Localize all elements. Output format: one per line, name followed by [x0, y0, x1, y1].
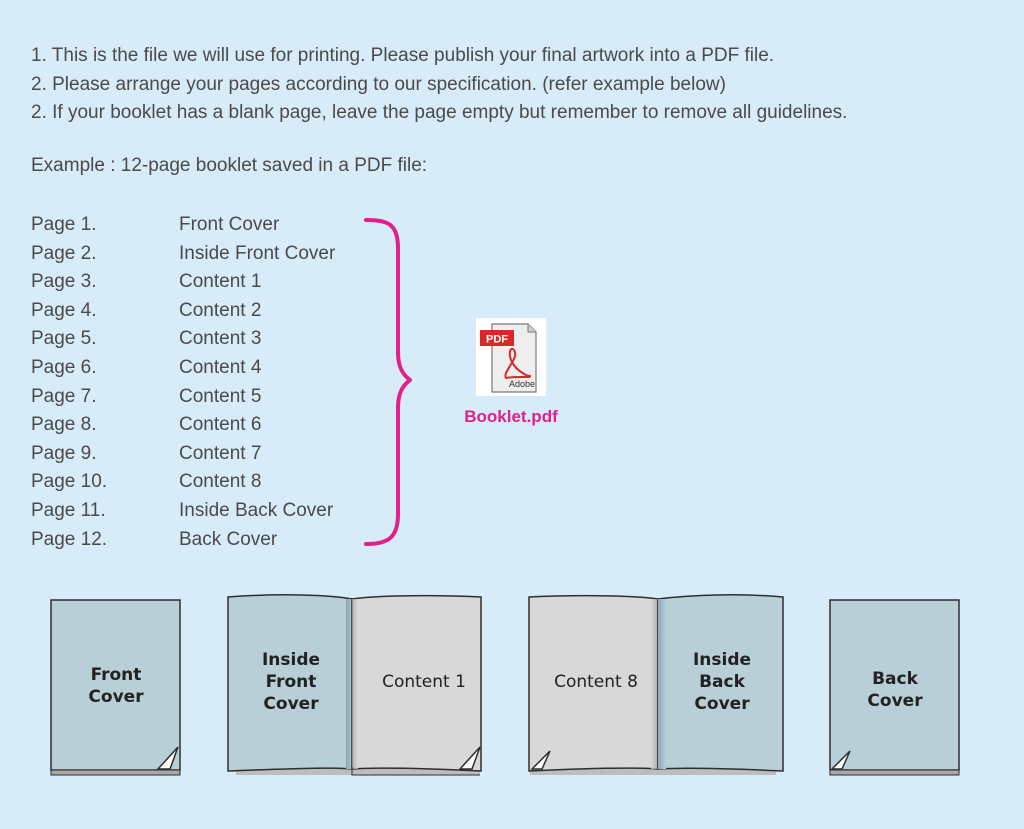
inside-front-label: Front [266, 672, 317, 692]
page-name: Front Cover [179, 214, 280, 235]
spread-inside-front: Inside Front Cover Content 1 [227, 594, 482, 776]
example-label: Example : 12-page booklet saved in a PDF… [31, 155, 428, 176]
page-row: Page 4. Content 2 [31, 297, 335, 326]
page-name: Back Cover [179, 528, 278, 550]
instructions: 1. This is the file we will use for prin… [31, 42, 847, 128]
inside-back-label: Back [699, 672, 746, 692]
page-row: Page 1. Front Cover [31, 211, 335, 240]
spread-inside-back: Content 8 Inside Back Cover [528, 594, 784, 775]
inside-back-label: Cover [694, 694, 750, 714]
page-row: Page 7. Content 5 [31, 383, 335, 412]
inside-front-label: Inside [262, 650, 320, 670]
page-number: Page 11. [31, 499, 106, 521]
page-name: Content 2 [179, 299, 262, 321]
page-number: Page 10. [31, 471, 108, 493]
page-curl-icon [830, 750, 851, 770]
page-number: Page 3. [31, 271, 97, 293]
page-number: Page 6. [31, 356, 97, 378]
page-row: Page 12. Back Cover [31, 526, 335, 555]
page-number: Page 2. [31, 242, 97, 264]
page-curl-icon [458, 746, 481, 770]
page-name: Content 1 [179, 271, 262, 293]
page-row: Page 8. Content 6 [31, 411, 335, 440]
inside-front-label: Cover [263, 694, 319, 714]
pdf-filename: Booklet.pdf [464, 407, 558, 426]
page-number: Page 5. [31, 328, 97, 350]
curly-brace [364, 218, 412, 546]
page-number: Page 7. [31, 385, 97, 407]
instruction-line: 2. If your booklet has a blank page, lea… [31, 102, 848, 123]
page-number: Page 1. [31, 214, 97, 235]
page-row: Page 6. Content 4 [31, 354, 335, 383]
front-cover-page: Front Cover [50, 599, 181, 776]
content-8-label: Content 8 [554, 672, 638, 692]
front-cover-label: Cover [88, 687, 144, 707]
page-name: Content 5 [179, 385, 262, 407]
pdf-brand-text: Adobe [509, 379, 535, 389]
page-name: Content 6 [179, 414, 262, 436]
back-cover-label: Back [872, 669, 919, 689]
page-row: Page 5. Content 3 [31, 325, 335, 354]
page-name: Content 8 [179, 471, 262, 493]
page-name: Inside Front Cover [179, 242, 336, 264]
page-row: Page 2. Inside Front Cover [31, 240, 335, 269]
page-row: Page 11. Inside Back Cover [31, 497, 335, 526]
page-curl-icon [156, 746, 179, 770]
page-name: Inside Back Cover [179, 499, 334, 521]
page-number: Page 4. [31, 299, 97, 321]
back-cover-label: Cover [867, 691, 923, 711]
page-name: Content 7 [179, 442, 262, 464]
page-list: Page 1. Front Cover Page 2. Inside Front C… [31, 211, 335, 554]
inside-back-label: Inside [693, 650, 751, 670]
page-row: Page 10. Content 8 [31, 468, 335, 497]
page-number: Page 8. [31, 414, 97, 436]
instruction-line: 1. This is the file we will use for prin… [31, 45, 775, 66]
page-number: Page 12. [31, 528, 108, 550]
booklet-diagram: Front Cover Inside Front Cover Content 1… [50, 594, 960, 776]
front-cover-label: Front [91, 665, 142, 685]
page-number: Page 9. [31, 442, 97, 464]
instruction-line: 2. Please arrange your pages according t… [31, 73, 726, 95]
content-1-label: Content 1 [382, 672, 466, 692]
page-curl-icon [530, 750, 551, 770]
pdf-file-icon: PDF Adobe [476, 318, 546, 396]
pdf-badge-text: PDF [486, 334, 508, 346]
page-row: Page 3. Content 1 [31, 268, 335, 297]
page-row: Page 9. Content 7 [31, 440, 335, 469]
page-name: Content 4 [179, 356, 262, 378]
back-cover-page: Back Cover [829, 599, 960, 776]
page-name: Content 3 [179, 328, 262, 350]
